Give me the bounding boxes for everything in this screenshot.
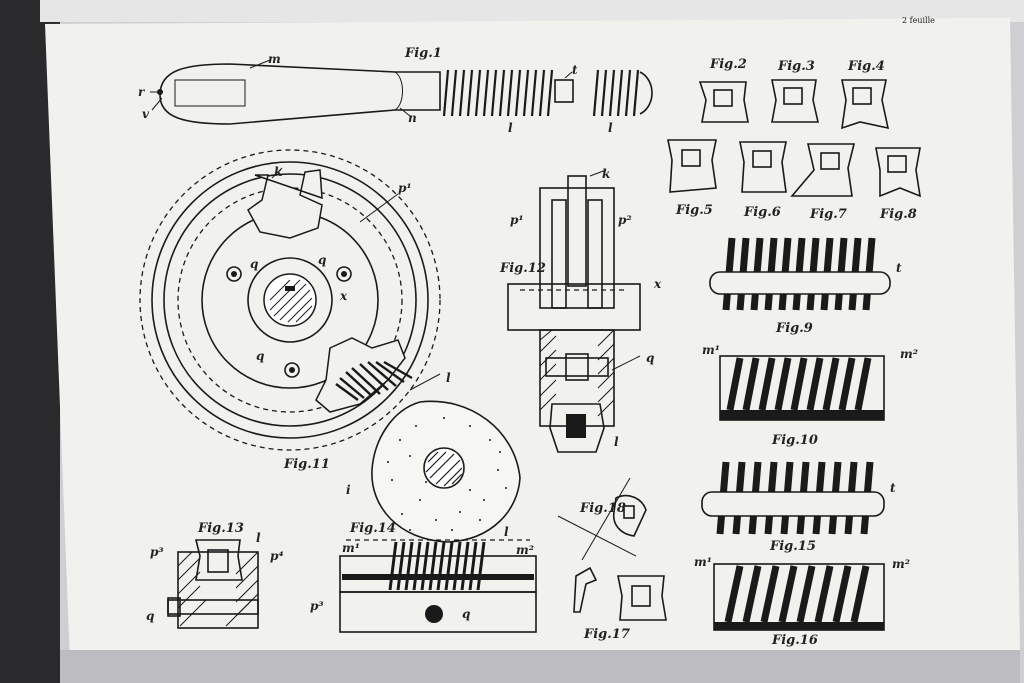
- label-q-fig12: q: [646, 351, 654, 365]
- label-k-fig12: k: [602, 167, 610, 181]
- label-m1-fig16: m¹: [694, 555, 712, 569]
- fig14-drawing: [339, 539, 537, 633]
- bottom-margin: [60, 650, 1020, 683]
- fig10-drawing: [719, 355, 885, 421]
- fig14-label: Fig.14: [349, 521, 396, 536]
- fig10-label: Fig.10: [771, 433, 818, 448]
- label-m2-fig16: m²: [892, 557, 910, 571]
- label-v: v: [142, 107, 150, 121]
- fig2-label: Fig.2: [709, 57, 747, 72]
- label-p1-fig12: p¹: [510, 213, 524, 227]
- fig7-label: Fig.7: [809, 207, 847, 222]
- label-x-fig12: x: [653, 277, 662, 291]
- corner-note: 2 feuille: [902, 16, 935, 25]
- label-p1: p¹: [398, 181, 412, 195]
- label-m2-fig14: m²: [516, 543, 534, 557]
- label-l-fig11: l: [446, 371, 451, 385]
- fig9-label: Fig.9: [775, 321, 813, 336]
- label-p3-fig13: p³: [150, 545, 164, 559]
- fig1-label: Fig.1: [404, 46, 442, 61]
- label-t-fig9: t: [896, 261, 902, 275]
- fig12-drawing: [507, 169, 641, 453]
- fig17-label: Fig.17: [583, 627, 630, 642]
- label-p4: p⁴: [270, 549, 284, 563]
- cutter-profiles: [667, 79, 922, 198]
- label-l-fig1b: l: [608, 121, 613, 135]
- fig4-label: Fig.4: [847, 59, 885, 74]
- label-m1-fig10: m¹: [702, 343, 720, 357]
- fig15-drawing: [701, 461, 885, 535]
- label-k: k: [274, 165, 282, 179]
- label-q-1: q: [250, 257, 258, 271]
- fig13-drawing: [167, 539, 259, 629]
- grinding-wheel: [371, 400, 521, 543]
- label-m2-fig10: m²: [900, 347, 918, 361]
- fig1-drawing: [150, 59, 653, 125]
- fig15-label: Fig.15: [769, 539, 816, 554]
- label-q-2: q: [318, 253, 326, 267]
- fig8-label: Fig.8: [879, 207, 917, 222]
- label-l-fig13: l: [256, 531, 261, 545]
- label-n: n: [408, 111, 417, 125]
- label-l-fig14: l: [504, 525, 509, 539]
- top-page-edge: [40, 0, 1024, 22]
- fig18-label: Fig.18: [579, 501, 626, 516]
- fig9-drawing: [709, 237, 891, 311]
- label-i: i: [346, 483, 351, 497]
- fig17-18-drawing: [557, 477, 667, 621]
- fig11-drawing: [139, 149, 441, 451]
- label-q-3: q: [256, 349, 264, 363]
- fig3-label: Fig.3: [777, 59, 815, 74]
- fig6-label: Fig.6: [743, 205, 781, 220]
- label-m1-fig14: m¹: [342, 541, 360, 555]
- label-r: r: [138, 85, 146, 99]
- fig16-drawing: [713, 563, 885, 631]
- fig13-label: Fig.13: [197, 521, 244, 536]
- fig11-label: Fig.11: [283, 457, 330, 472]
- fig5-label: Fig.5: [675, 203, 713, 218]
- label-p3-fig14: p³: [310, 599, 324, 613]
- label-t-fig15: t: [890, 481, 896, 495]
- label-x: x: [339, 289, 348, 303]
- fig12-label: Fig.12: [499, 261, 546, 276]
- label-q-fig14: q: [462, 607, 470, 621]
- label-l-fig12: l: [614, 435, 619, 449]
- fig16-label: Fig.16: [771, 633, 818, 648]
- label-q-fig13: q: [146, 609, 154, 623]
- label-p2: p²: [618, 213, 632, 227]
- label-t-fig1: t: [572, 63, 578, 77]
- label-m: m: [268, 52, 281, 66]
- label-l-fig1a: l: [508, 121, 513, 135]
